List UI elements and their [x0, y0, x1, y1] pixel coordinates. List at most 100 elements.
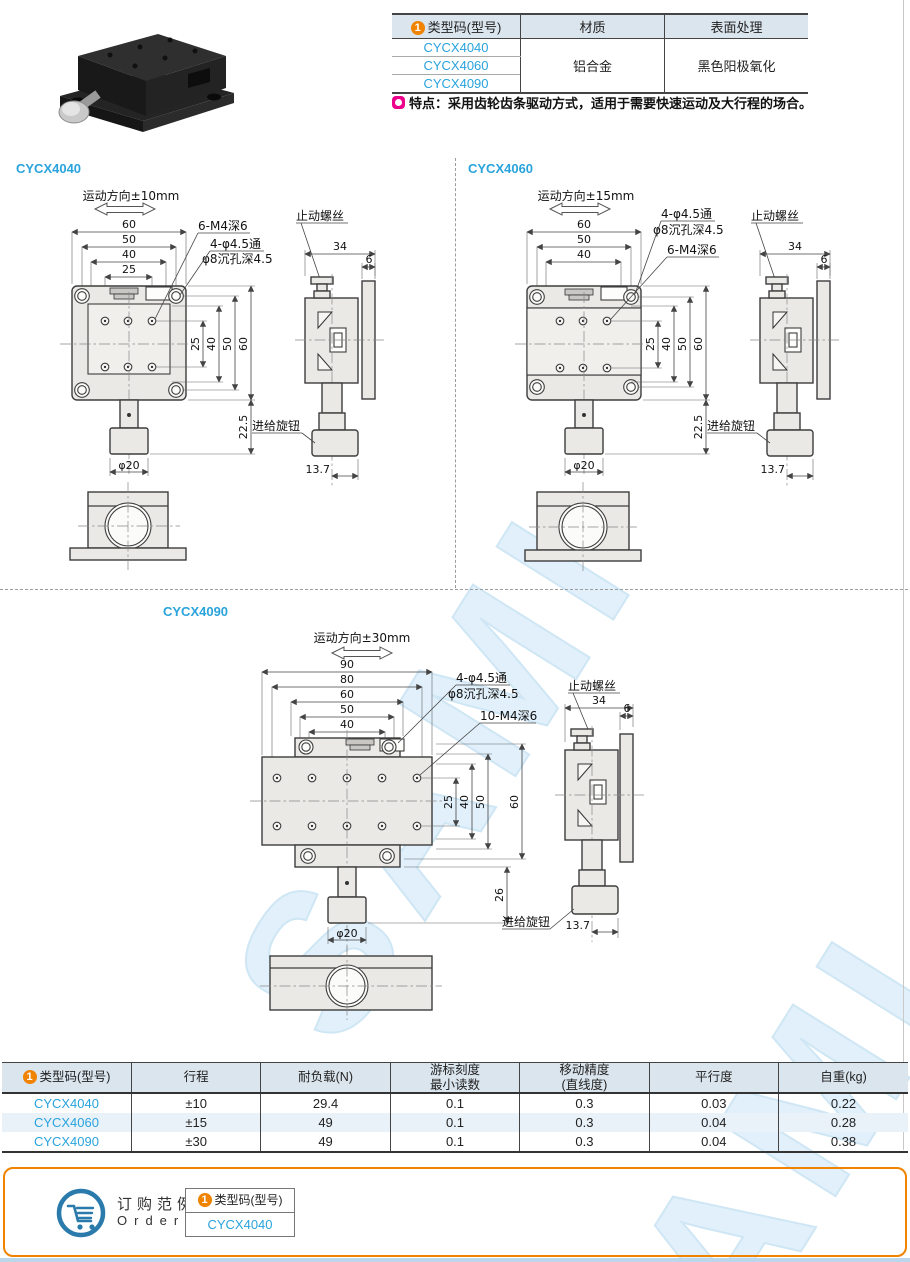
- motion-label: 运动方向±30mm: [314, 630, 411, 645]
- dim-label: 22.5: [692, 415, 705, 440]
- cycx4060-drawing: 运动方向±15mm 60 50 40: [515, 188, 840, 571]
- dim-label: 60: [508, 795, 521, 809]
- dim-label: 50: [577, 233, 591, 246]
- model-code: CYCX4060: [2, 1113, 132, 1132]
- spec-cell: 0.03: [648, 1093, 779, 1113]
- spec-cell: 0.04: [648, 1132, 779, 1153]
- dim-label: 50: [340, 703, 354, 716]
- spec-row: CYCX4090 ±30 49 0.1 0.3 0.04 0.38: [2, 1132, 908, 1153]
- dim-label: φ20: [336, 927, 357, 940]
- dim-label: 90: [340, 658, 354, 671]
- spec-col-parallel: 平行度: [648, 1062, 779, 1094]
- spec-row: CYCX4040 ±10 29.4 0.1 0.3 0.03 0.22: [2, 1093, 908, 1113]
- motion-label: 运动方向±10mm: [83, 188, 180, 203]
- col-surface-header: 表面处理: [664, 13, 808, 39]
- model-code: CYCX4090: [392, 74, 521, 94]
- spec-cell: 0.3: [519, 1132, 650, 1153]
- dim-label: 40: [458, 795, 471, 809]
- model-code: CYCX4040: [33, 1096, 99, 1111]
- spec-cell: ±10: [130, 1093, 261, 1113]
- spec-row: CYCX4060 ±15 49 0.1 0.3 0.04 0.28: [2, 1113, 908, 1132]
- stop-screw-label: 止动螺丝: [751, 209, 799, 223]
- dim-label: 22.5: [237, 415, 250, 440]
- material-value: 铝合金: [520, 38, 665, 94]
- dim-label: 40: [122, 248, 136, 261]
- spec-cell: 0.1: [389, 1113, 520, 1132]
- spec-cell: 0.3: [519, 1093, 650, 1113]
- spec-cell: 0.04: [648, 1113, 779, 1132]
- front-view: [515, 285, 653, 474]
- double-arrow-icon: [93, 202, 157, 216]
- right-dimensions: 25 40 50 60 22.5: [605, 285, 710, 455]
- dim-label: 50: [221, 337, 234, 351]
- dim-label: 25: [442, 795, 455, 809]
- stop-screw-label: 止动螺丝: [296, 209, 344, 223]
- dim-label: 6: [821, 253, 828, 266]
- order-title-en: Order: [117, 1213, 186, 1228]
- hole-callout: φ8沉孔深4.5: [653, 223, 724, 237]
- dim-label: 40: [577, 248, 591, 261]
- number-1-badge: 1: [410, 21, 425, 35]
- table-row: CYCX4040 铝合金 黑色阳极氧化: [392, 38, 808, 94]
- feed-knob-label: 进给旋钮: [502, 914, 550, 929]
- cycx4090-drawing: 运动方向±30mm 90 80 60 50 40: [250, 630, 645, 1020]
- thread-callout: 6-M4深6: [198, 219, 248, 233]
- side-view: 止动螺丝 34 6 13.7 进给旋钮: [252, 209, 385, 486]
- number-1-badge: 1: [22, 1070, 37, 1085]
- dim-label: 60: [122, 218, 136, 231]
- cart-icon: [56, 1188, 106, 1238]
- dim-label: 60: [692, 337, 705, 351]
- order-example-code: CYCX4040: [207, 1217, 273, 1232]
- knob-dimension: φ20: [109, 458, 149, 476]
- surface-value: 黑色阳极氧化: [664, 38, 808, 94]
- stop-screw-label: 止动螺丝: [568, 679, 616, 693]
- section-separator-horizontal: [0, 589, 908, 590]
- order-title-cn: 订购范例: [117, 1196, 198, 1213]
- thread-callout: 6-M4深6: [667, 243, 717, 257]
- dim-label: 13.7: [566, 919, 591, 932]
- dim-label: 6: [624, 702, 631, 715]
- hole-callout: 4-φ4.5通: [661, 207, 712, 221]
- spec-cell: 0.22: [778, 1093, 908, 1113]
- hole-callout: φ8沉孔深4.5: [448, 687, 519, 701]
- product-photo: [58, 34, 234, 132]
- spec-cell: 29.4: [260, 1093, 391, 1113]
- motion-direction: 运动方向±30mm: [314, 630, 411, 660]
- spec-cell: 0.1: [389, 1132, 520, 1153]
- dim-label: 50: [474, 795, 487, 809]
- dim-label: 40: [660, 337, 673, 351]
- dim-label: 50: [676, 337, 689, 351]
- dim-label: 13.7: [761, 463, 786, 476]
- motion-direction: 运动方向±15mm: [538, 188, 635, 216]
- knob-dimension: φ20: [564, 458, 604, 476]
- motion-direction: 运动方向±10mm: [83, 188, 180, 216]
- dim-label: 6: [366, 253, 373, 266]
- table-row: CYCX4060: [392, 56, 808, 75]
- dim-label: 25: [644, 337, 657, 351]
- front-view: [60, 285, 198, 474]
- top-dimensions: 60 50 40: [526, 218, 642, 298]
- spec-col-accuracy: 移动精度(直线度): [519, 1062, 650, 1094]
- spec-cell: ±30: [130, 1132, 261, 1153]
- side-view: 止动螺丝 34 6 13.7 进给旋钮: [502, 679, 645, 942]
- right-dimensions: 25 40 50 60 22.5: [150, 285, 255, 455]
- dim-label: 60: [237, 337, 250, 351]
- bottom-view: [260, 946, 442, 1020]
- dim-label: 40: [340, 718, 354, 731]
- feed-knob-label: 进给旋钮: [252, 418, 300, 433]
- spec-col-load: 耐负载(N): [260, 1062, 391, 1094]
- dim-label: 13.7: [306, 463, 331, 476]
- section-separator-vertical: [455, 158, 456, 588]
- double-arrow-icon: [548, 202, 612, 216]
- dim-label: 25: [189, 337, 202, 351]
- motion-label: 运动方向±15mm: [538, 188, 635, 203]
- spec-col-weight: 自重(kg): [778, 1062, 908, 1094]
- dim-label: 80: [340, 673, 354, 686]
- spec-cell: 0.3: [519, 1113, 650, 1132]
